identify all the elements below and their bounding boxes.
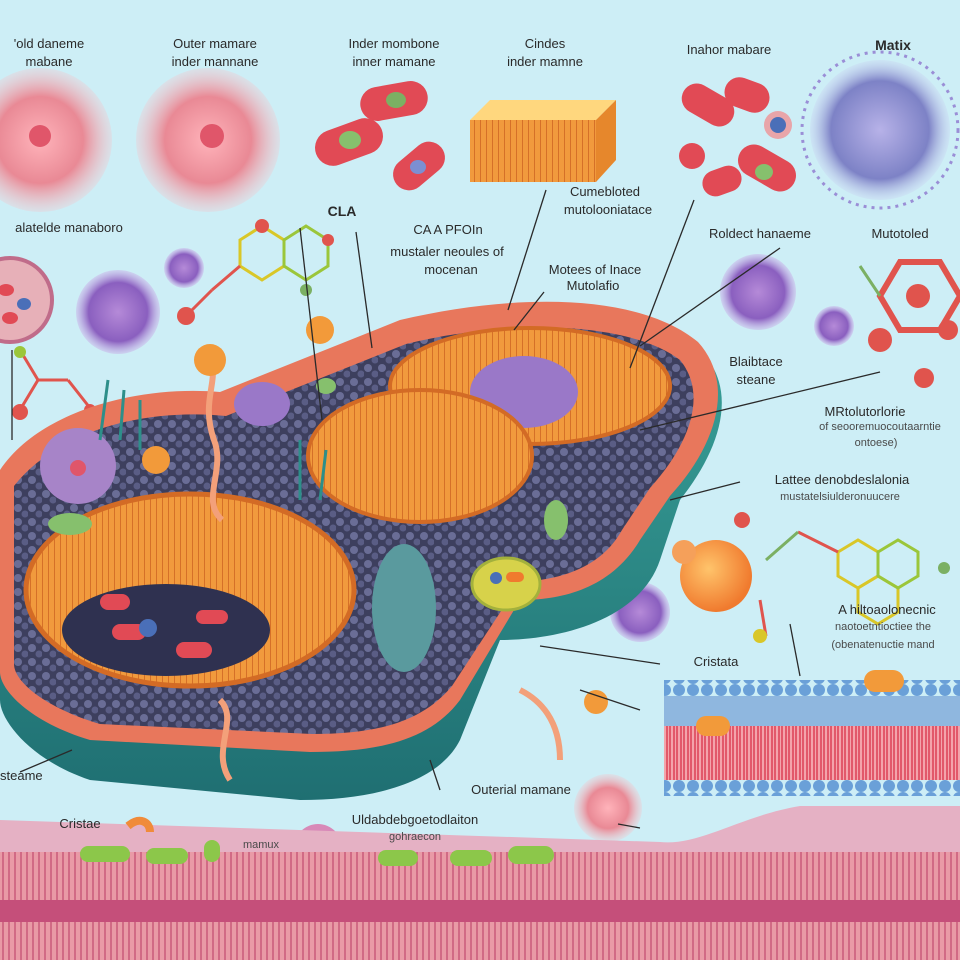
label-motees-2: Mutolafio <box>566 278 620 293</box>
label-mrt-1: MRtolutorlorie <box>824 404 906 419</box>
label-cumebloted-1: Cumebloted <box>569 184 641 199</box>
molecule-structure-2 <box>12 346 96 420</box>
yellow-organelle <box>470 556 542 612</box>
protein-squiggle-2 <box>217 697 233 782</box>
mitochondrion-body <box>0 301 722 800</box>
label-blaibtace-2: steane <box>736 372 776 387</box>
label-mutoloed: Mutotoled <box>871 226 929 241</box>
label-ca-pfoin: CA A PFOIn <box>413 222 483 237</box>
ribosome-group <box>100 594 228 658</box>
label-blaibtace-1: Blaibtace <box>729 354 783 369</box>
bottom-membrane <box>0 806 960 960</box>
protein-squiggle-3 <box>518 687 563 761</box>
label-top-6: Matix <box>875 37 911 53</box>
purple-virus-mid <box>720 254 796 330</box>
label-top-1: 'old daneme <box>13 36 85 51</box>
label-mrt-3: ontoese) <box>854 437 898 449</box>
label-top-3: Inder mombone <box>348 36 440 51</box>
label-cristata: Cristata <box>693 654 739 669</box>
label-top-2b: inder mannane <box>171 54 259 69</box>
filament-group <box>98 379 328 501</box>
purple-virus-small-2 <box>814 306 854 346</box>
pink-cell-1-nucleus <box>29 125 51 147</box>
label-cla: CLA <box>327 203 357 219</box>
label-motees-1: Motees of Inace <box>548 262 642 277</box>
red-bacteria-group-1 <box>315 81 445 191</box>
left-cell-contents <box>0 284 31 324</box>
pink-cell-1 <box>0 68 112 212</box>
orange-ball-right <box>680 540 752 612</box>
label-roldect: Roldect hanaeme <box>709 226 811 241</box>
matrix-virus-large <box>810 60 950 200</box>
crista-compartment-middle <box>306 388 534 524</box>
crista-lower-inner <box>62 584 270 676</box>
pink-cell-2-nucleus <box>200 124 224 148</box>
label-cumebloted-2: mutolooniatace <box>563 202 653 217</box>
label-histo-3: (obenatenuctie mand <box>831 639 935 651</box>
orange-worm-bottom <box>125 816 154 833</box>
green-granule-3 <box>316 378 336 394</box>
label-cristae: Cristae <box>59 816 101 831</box>
label-mamux: mamux <box>242 839 280 851</box>
label-mustaler-1: mustaler neoules of <box>390 244 504 259</box>
label-top-2: Outer mamare <box>173 36 257 51</box>
purple-virus-left <box>76 270 160 354</box>
label-top-4: Cindes <box>524 36 566 51</box>
red-bacteria-group-2 <box>679 77 796 197</box>
label-uldab-1: Uldabdebgoetodlaiton <box>351 812 479 827</box>
label-top-5: Inahor mabare <box>686 42 772 57</box>
orange-layered-block <box>470 100 616 182</box>
leader-lines <box>11 189 881 829</box>
label-top-1b: mabane <box>25 54 73 69</box>
label-top-3b: inner mamane <box>352 54 436 69</box>
green-granule-1 <box>48 513 92 535</box>
protein-squiggle-1 <box>205 358 225 523</box>
green-bacilli-row <box>80 840 554 866</box>
purple-vacuole-top <box>234 382 290 426</box>
molecule-structure-hexagon-red <box>858 259 960 388</box>
purple-virus-small-1 <box>164 248 204 288</box>
label-outerial: Outerial mamane <box>471 782 571 797</box>
label-top-4b: inder mamne <box>507 54 583 69</box>
molecule-structure-1 <box>177 219 334 325</box>
orange-ball-small <box>672 540 696 564</box>
molecule-structure-3 <box>734 512 950 643</box>
label-lattee-1: Lattee denobdeslalonia <box>774 472 910 487</box>
matrix-virus-spikes <box>800 50 960 210</box>
label-histo-2: naotoetntioctiee the <box>834 621 932 633</box>
label-steame: steame <box>0 768 43 783</box>
green-granule-2 <box>544 500 568 540</box>
label-left-1: alatelde manaboro <box>15 220 123 235</box>
label-histo-1: A hiltoaolonecnic <box>838 602 936 617</box>
teal-vesicle <box>372 544 436 672</box>
label-lattee-2: mustatelsiulderonuucere <box>780 491 900 503</box>
label-mrt-2: of seooremuocoutaarntie <box>819 421 941 433</box>
label-uldab-2: gohraecon <box>389 831 441 843</box>
phospholipid-bilayer-right <box>664 670 960 796</box>
label-mustaler-2: mocenan <box>424 262 478 277</box>
